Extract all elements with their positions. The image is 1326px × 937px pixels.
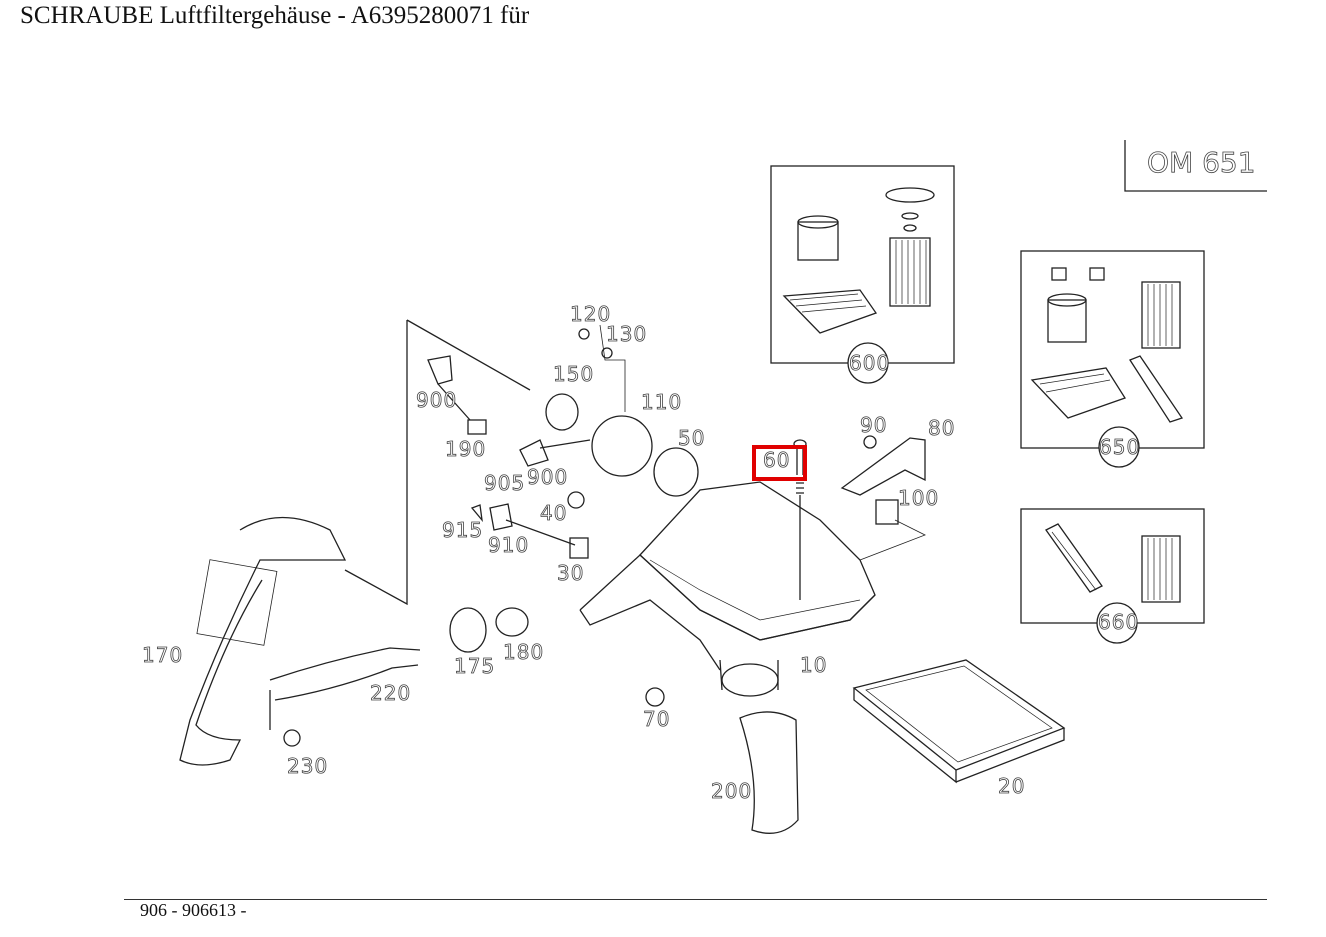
callout-905[interactable]: 905 (484, 471, 526, 496)
page-title: SCHRAUBE Luftfiltergehäuse - A6395280071… (20, 2, 530, 29)
intake-duct-200 (739, 711, 799, 834)
footer-divider (124, 899, 1267, 900)
kit-650-parts (1030, 267, 1184, 423)
kit-circle-660 (1096, 602, 1138, 644)
kit-600-parts (782, 187, 935, 334)
callout-100[interactable]: 100 (898, 486, 940, 511)
nut-90 (863, 435, 877, 449)
ring-175 (449, 607, 487, 653)
bracket-80 (840, 437, 926, 496)
air-filter-20 (852, 659, 1066, 784)
seal-ring-50 (653, 447, 699, 497)
connector-900b (519, 439, 591, 467)
callout-130[interactable]: 130 (606, 322, 648, 347)
kit-circle-600 (847, 342, 889, 384)
clamp-180 (495, 607, 529, 637)
callout-660[interactable]: 660 (1098, 610, 1140, 635)
bolt-230 (283, 729, 301, 747)
callout-910[interactable]: 910 (488, 533, 530, 558)
washer-130 (601, 347, 613, 359)
hose-sleeve (196, 559, 278, 646)
callout-600[interactable]: 600 (849, 351, 891, 376)
callout-175[interactable]: 175 (454, 654, 496, 679)
screw-120 (578, 328, 590, 340)
callout-150[interactable]: 150 (553, 362, 595, 387)
callout-110[interactable]: 110 (641, 390, 683, 415)
engine-label: OM 651 (1147, 146, 1256, 180)
callout-220[interactable]: 220 (370, 681, 412, 706)
callout-60[interactable]: 60 (763, 448, 791, 473)
connector-910 (470, 503, 576, 546)
callout-900[interactable]: 900 (416, 388, 458, 413)
callout-915[interactable]: 915 (442, 518, 484, 543)
callout-50[interactable]: 50 (678, 426, 706, 451)
pipe-220 (269, 647, 421, 701)
callout-190[interactable]: 190 (445, 437, 487, 462)
callout-30[interactable]: 30 (557, 561, 585, 586)
callout-120[interactable]: 120 (570, 302, 612, 327)
highlight-box (752, 445, 807, 481)
callout-40[interactable]: 40 (540, 501, 568, 526)
callout-90[interactable]: 90 (860, 413, 888, 438)
kit-660-parts (1045, 523, 1181, 603)
engine-label-frame (1124, 140, 1267, 192)
footer-reference: 906 - 906613 - (140, 900, 247, 920)
kit-circle-650 (1098, 426, 1140, 468)
callout-70[interactable]: 70 (643, 707, 671, 732)
callout-230[interactable]: 230 (287, 754, 329, 779)
air-filter-housing-10 (579, 481, 876, 697)
sensor-30 (569, 537, 589, 559)
callout-900[interactable]: 900 (527, 465, 569, 490)
callout-80[interactable]: 80 (928, 416, 956, 441)
callout-200[interactable]: 200 (711, 779, 753, 804)
callout-20[interactable]: 20 (998, 774, 1026, 799)
screw-40 (567, 491, 585, 509)
connector-900a (427, 355, 471, 421)
callout-170[interactable]: 170 (142, 643, 184, 668)
kit-box-600 (770, 165, 955, 364)
kit-box-650 (1020, 250, 1205, 449)
grommet-70 (645, 687, 665, 707)
leader-bracket (344, 319, 531, 606)
callout-10[interactable]: 10 (800, 653, 828, 678)
damper-100 (875, 499, 899, 525)
sensor-190 (467, 419, 487, 435)
maf-sensor-110 (591, 415, 653, 477)
callout-180[interactable]: 180 (503, 640, 545, 665)
hose-170 (179, 516, 347, 766)
clamp-150 (545, 393, 579, 431)
callout-650[interactable]: 650 (1099, 435, 1141, 460)
